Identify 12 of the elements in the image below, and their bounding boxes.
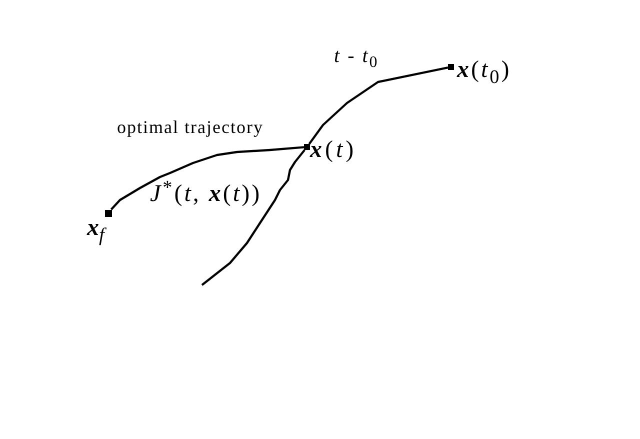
point-marker: [104, 210, 112, 216]
point-label: x(t$_{0}$): [457, 56, 512, 89]
trajectory-curve: [201, 149, 306, 286]
edge-label: optimal trajectory: [117, 116, 264, 140]
point-label: x(t): [310, 136, 357, 165]
point-label: x$_{f}$: [87, 214, 104, 247]
edge-label: t - t$_{0}$: [334, 44, 379, 72]
point-marker: [304, 144, 310, 150]
trajectory-curve: [308, 66, 448, 145]
math-label: J$^{*}$(t, x(t)): [150, 178, 262, 209]
point-marker: [448, 64, 454, 70]
trajectory-curve: [110, 146, 304, 210]
